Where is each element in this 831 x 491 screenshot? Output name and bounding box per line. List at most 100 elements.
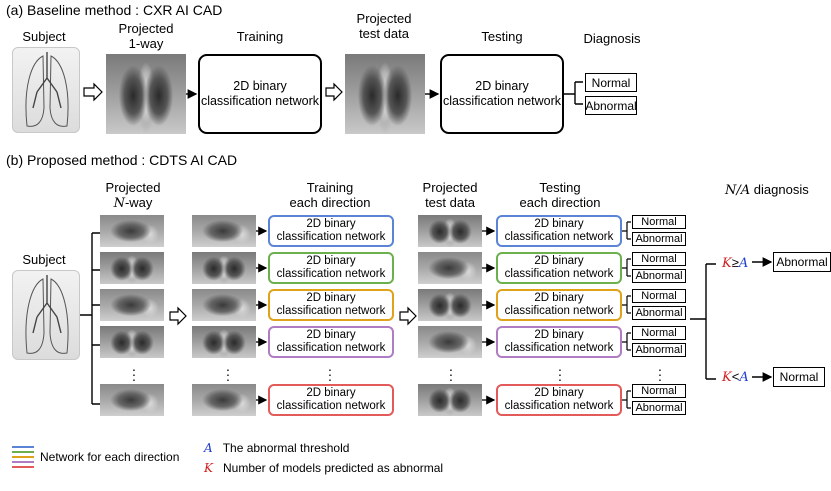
output-bracket	[622, 221, 631, 240]
output-bracket	[622, 332, 631, 351]
projected-label-b-2: N-way	[98, 195, 168, 211]
output-abnormal-b: Abnormal	[632, 232, 686, 246]
ellipsis-training-input: ···	[225, 361, 231, 387]
legend-line-red	[12, 466, 34, 468]
net-line-2: classification network	[276, 400, 386, 412]
net-line-1: 2D binary	[306, 218, 356, 230]
net-line-2: classification network	[276, 268, 386, 280]
legend-line-yellow	[12, 456, 34, 458]
rule-normal-condition: K<A	[722, 369, 749, 385]
projected-test-label-a-2: test data	[359, 26, 409, 41]
net-line-1: 2D binary	[534, 255, 584, 267]
test-xray-b	[418, 384, 482, 416]
testing-network-box-a: 2D binary classification network	[440, 54, 564, 134]
projected-xray-b	[100, 215, 164, 247]
net-line-2: classification network	[504, 231, 614, 243]
net-line-1: 2D binary	[306, 292, 356, 304]
legend-k-text: Number of models predicted as abnormal	[222, 461, 444, 475]
test-xray-b	[418, 252, 482, 284]
a-symbol: A	[738, 256, 749, 271]
output-bracket	[622, 258, 631, 277]
legend-network-label: Network for each direction	[40, 450, 180, 464]
test-xray-b	[418, 326, 482, 358]
hollow-arrow-a1	[83, 82, 103, 102]
projected-label-a-2: 1-way	[128, 36, 164, 51]
output-normal-b: Normal	[632, 384, 686, 398]
testing-box-line-1: 2D binary	[475, 79, 529, 93]
output-bracket	[622, 295, 631, 314]
training-input-xray-b	[192, 326, 256, 358]
training-box-line-1: 2D binary	[233, 79, 287, 93]
output-normal-b: Normal	[632, 289, 686, 303]
k-symbol: K	[722, 370, 732, 385]
projected-test-label-b-1: Projected	[422, 180, 478, 195]
output-abnormal-a: Abnormal	[585, 96, 637, 115]
rule-abnormal-result: Abnormal	[773, 252, 831, 272]
op-ge: ≥	[731, 255, 739, 270]
training-input-xray-b	[192, 215, 256, 247]
hollow-arrow-b2	[399, 306, 417, 326]
net-line-2: classification network	[276, 231, 386, 243]
ellipsis-test: ···	[448, 361, 454, 387]
diagnosis-label-a: Diagnosis	[583, 31, 641, 46]
na-math: N/A	[725, 183, 751, 198]
testing-label-b-2: each direction	[519, 195, 601, 210]
hollow-arrow-b1	[169, 306, 187, 326]
projected-xray-a	[106, 54, 186, 134]
net-line-1: 2D binary	[306, 255, 356, 267]
net-line-2: classification network	[276, 305, 386, 317]
projected-label-a-1: Projected	[118, 21, 174, 36]
net-line-2: classification network	[504, 305, 614, 317]
output-abnormal-b: Abnormal	[632, 401, 686, 415]
net-line-1: 2D binary	[534, 387, 584, 399]
projected-xray-b	[100, 289, 164, 321]
subject-branch-b	[80, 232, 100, 405]
projected-xray-b	[100, 252, 164, 284]
output-abnormal-b: Abnormal	[632, 306, 686, 320]
testing-label-b-1: Testing	[539, 180, 581, 195]
output-normal-b: Normal	[632, 215, 686, 229]
ellipsis-training-net: ···	[327, 361, 333, 387]
ellipsis-projected: ···	[131, 361, 137, 387]
rule-normal-result: Normal	[773, 367, 825, 387]
net-line-2: classification network	[504, 400, 614, 412]
net-line-1: 2D binary	[306, 387, 356, 399]
training-label-a: Training	[236, 29, 284, 44]
legend-line-purple	[12, 461, 34, 463]
subject-label-a: Subject	[22, 29, 66, 44]
testing-label-a: Testing	[481, 29, 523, 44]
way-suffix: -way	[124, 195, 153, 210]
subject-ct-volume-a	[12, 47, 80, 133]
a-symbol: A	[204, 441, 213, 455]
output-abnormal-b: Abnormal	[632, 269, 686, 283]
projected-test-label-b-2: test data	[425, 195, 475, 210]
net-line-1: 2D binary	[534, 329, 584, 341]
output-abnormal-b: Abnormal	[632, 343, 686, 357]
hollow-arrow-a2	[325, 82, 343, 102]
output-normal-b: Normal	[632, 326, 686, 340]
legend-a-text: The abnormal threshold	[222, 441, 350, 455]
net-line-2: classification network	[276, 342, 386, 354]
training-input-xray-b	[192, 252, 256, 284]
training-label-b-2: each direction	[289, 195, 371, 210]
net-line-1: 2D binary	[306, 329, 356, 341]
output-normal-a: Normal	[585, 73, 637, 92]
ellipsis-outputs: ···	[657, 361, 663, 387]
net-line-1: 2D binary	[534, 292, 584, 304]
diagnosis-branch-b	[690, 263, 716, 380]
bracket-a	[564, 81, 583, 105]
var-n: N	[113, 196, 125, 211]
test-xray-b	[418, 215, 482, 247]
net-line-2: classification network	[504, 268, 614, 280]
legend-a-item: A The abnormal threshold	[204, 441, 349, 456]
net-line-2: classification network	[504, 342, 614, 354]
